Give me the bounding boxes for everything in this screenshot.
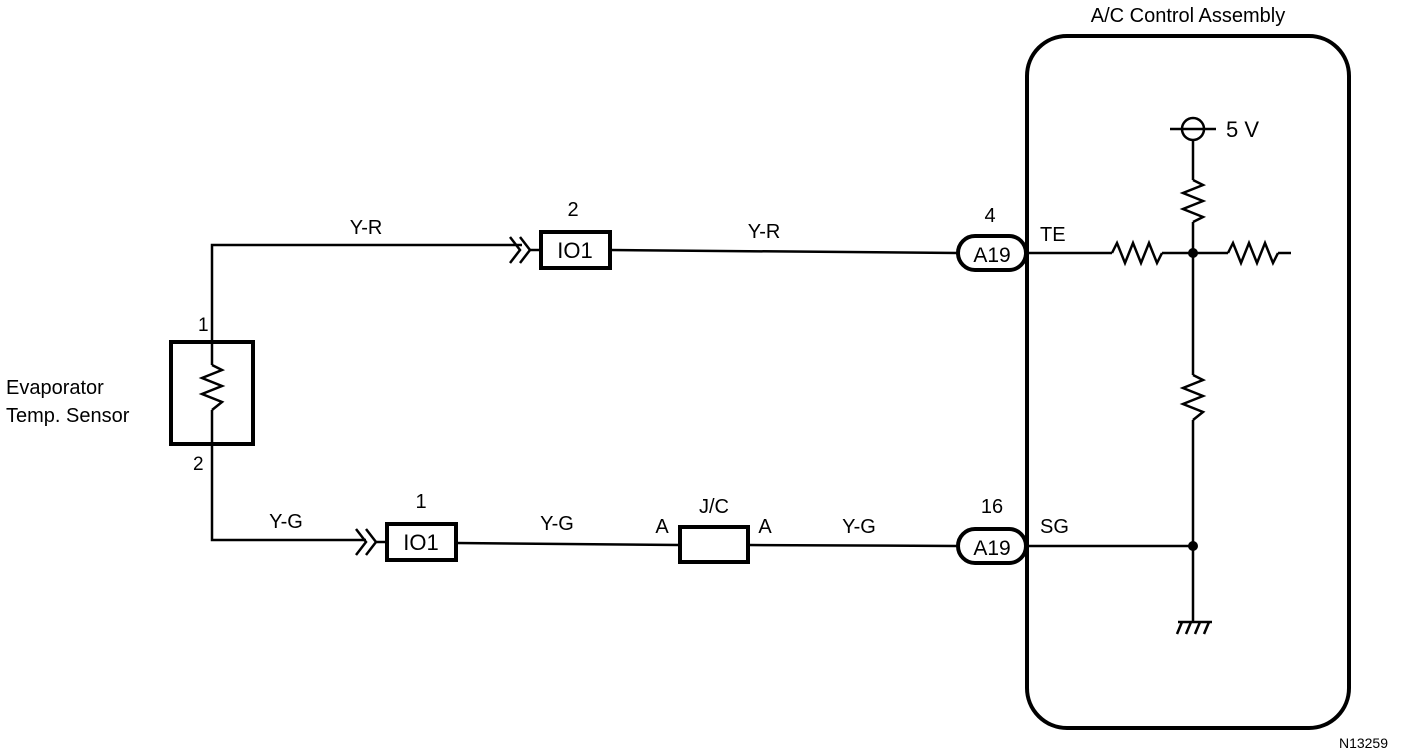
wire-color-label: Y-G xyxy=(269,511,303,533)
io1-connector-bottom-label: IO1 xyxy=(403,530,438,555)
junction-left-pin: A xyxy=(655,516,669,538)
te-input-resistor xyxy=(1110,239,1164,267)
sensor-pin-bottom: 2 xyxy=(193,454,204,475)
io1-connector-bottom-pin: 1 xyxy=(415,491,426,513)
junction-connector-label: J/C xyxy=(699,496,729,518)
divider-resistor xyxy=(1179,373,1207,421)
a19-connector-bottom-pin: 16 xyxy=(981,496,1003,518)
figure-code: N13259 xyxy=(1339,735,1388,751)
ground-symbol-hatch xyxy=(1175,621,1184,635)
pullup-resistor xyxy=(1179,178,1207,224)
sensor-resistor xyxy=(198,363,226,411)
ground-symbol-hatch xyxy=(1202,621,1211,635)
plug-chevron-bottom xyxy=(355,528,368,556)
te-output-resistor xyxy=(1226,239,1280,267)
plug-chevron-top xyxy=(509,236,522,264)
sensor-label-line1: Evaporator xyxy=(6,377,104,399)
control-assembly-box xyxy=(1025,34,1351,730)
a19-connector-top-pin: 4 xyxy=(984,205,995,227)
wire-color-label: Y-G xyxy=(842,516,876,538)
io1-connector-top-label: IO1 xyxy=(557,238,592,263)
wire-color-label: Y-R xyxy=(748,221,781,243)
ground-symbol-hatch xyxy=(1184,621,1193,635)
a19-connector-top-label: A19 xyxy=(973,244,1010,267)
io1-connector-top xyxy=(539,230,612,270)
wire-y-g xyxy=(210,444,366,542)
sensor-pin-top: 1 xyxy=(198,315,209,336)
wire-y-g xyxy=(455,541,681,547)
terminal-sg-label: SG xyxy=(1040,516,1069,538)
wire-color-label: Y-G xyxy=(540,513,574,535)
junction-connector xyxy=(678,525,750,564)
junction-dot xyxy=(1188,248,1198,258)
wire-y-r xyxy=(210,243,522,342)
supply-voltage-label: 5 V xyxy=(1226,117,1259,142)
wire-color-label: Y-R xyxy=(350,217,383,239)
control-assembly-title: A/C Control Assembly xyxy=(1091,5,1286,27)
io1-connector-bottom xyxy=(385,522,458,562)
junction-dot xyxy=(1188,541,1198,551)
sensor-label-line2: Temp. Sensor xyxy=(6,405,130,427)
a19-connector-bottom-label: A19 xyxy=(973,537,1010,560)
terminal-te-label: TE xyxy=(1040,224,1066,246)
wire-y-g xyxy=(747,543,959,548)
wire-y-r xyxy=(609,248,959,255)
ground-symbol-hatch xyxy=(1193,621,1202,635)
io1-connector-top-pin: 2 xyxy=(567,199,578,221)
junction-right-pin: A xyxy=(758,516,772,538)
